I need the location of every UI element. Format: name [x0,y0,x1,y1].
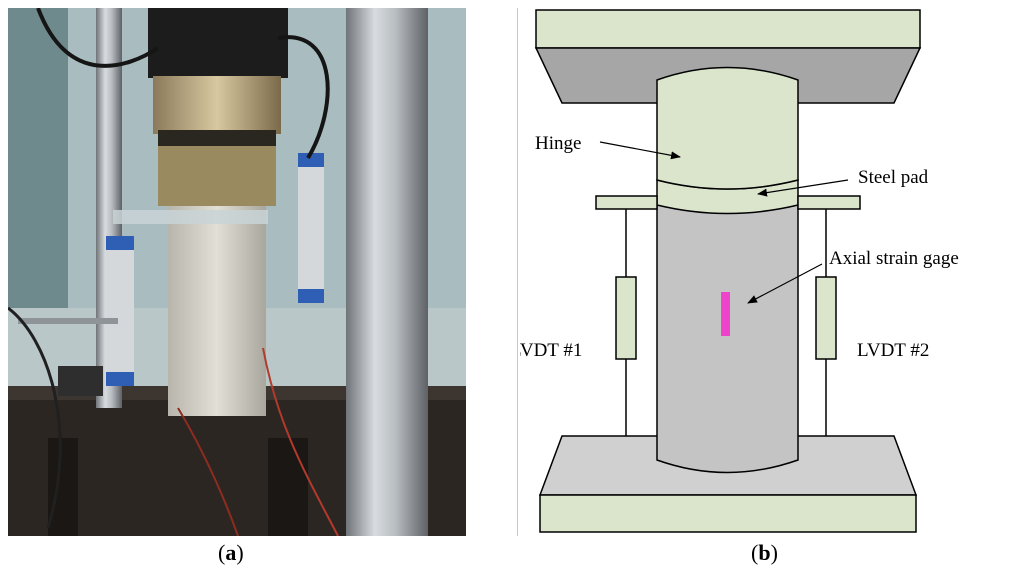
hinge-arrow [599,141,681,160]
top-plate-front [535,9,921,49]
hinge-cylinder [656,66,799,190]
photo-lvdt-right-cap2 [298,289,324,303]
base-front [539,494,917,533]
photo-clamp-box [58,366,103,396]
caption-b-open: ( [751,540,759,565]
photo-hinge [158,146,276,206]
specimen-cylinder [656,204,799,474]
photo-cable-2 [277,35,330,160]
photo-frame-slot-1 [48,438,78,536]
lvdt-bracket-left [595,195,658,210]
caption-a: (a) [218,540,244,566]
caption-b-letter: b [758,540,771,565]
photo-cable-red-2 [177,407,239,537]
photo-specimen [168,206,266,416]
photo-cable-red [262,347,339,537]
test-setup-schematic: Hinge Steel pad Axial strain gage LVDT #… [510,0,1024,540]
photo-lvdt-left-cap [106,236,134,250]
caption-a-close: ) [236,540,244,565]
photo-ram-plate [158,130,276,146]
photo-ram-ring [153,76,281,134]
label-lvdt1: LVDT #1 [520,340,582,361]
photo-frame-slot-2 [268,438,308,536]
label-lvdt2: LVDT #2 [857,340,929,361]
caption-b: (b) [751,540,778,566]
steel-pad-arrow [757,179,849,197]
photo-lvdt-left [106,236,134,386]
caption-a-letter: a [225,540,237,565]
photo-lvdt-right-cap [298,153,324,167]
photo-bracket [113,210,268,224]
test-setup-photo-svg [7,7,466,537]
lvdt-bracket-right [797,195,861,210]
lvdt-body-right [815,276,837,360]
test-setup-photo [7,7,466,537]
photo-cable-1 [36,7,160,68]
label-strain-gage: Axial strain gage [829,248,959,269]
photo-clamp-arm [18,318,118,324]
panel-separator [517,8,518,536]
photo-wall-dark [8,8,68,308]
photo-lvdt-left-cap2 [106,372,134,386]
photo-cable-3 [7,306,62,529]
label-hinge: Hinge [535,133,581,154]
strain-gage-arrow [747,263,823,304]
photo-right-column [346,8,428,536]
caption-a-open: ( [218,540,226,565]
photo-ram-black [148,8,288,78]
caption-b-close: ) [770,540,778,565]
schematic-svg: Hinge Steel pad Axial strain gage LVDT #… [510,9,959,533]
lvdt-body-left [615,276,637,360]
strain-gage-mark [721,292,730,336]
photo-lvdt-right [298,153,324,303]
label-steel-pad: Steel pad [858,167,929,188]
